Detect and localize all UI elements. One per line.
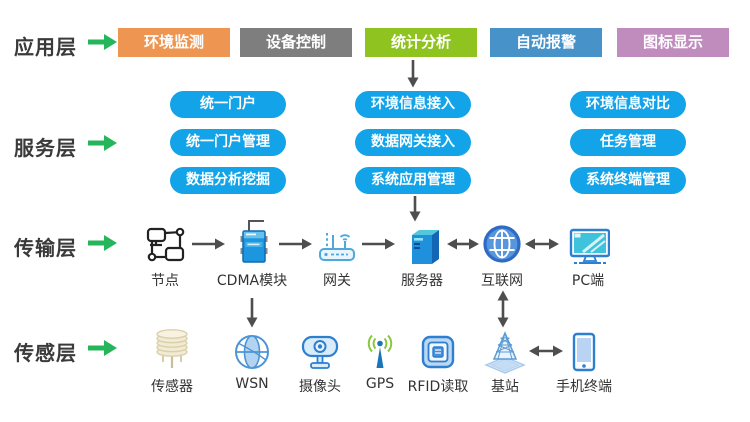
base-station-icon [484,331,526,374]
sensor-label-wsn: WSN [235,376,269,392]
gps-antenna-icon [367,334,393,368]
sensor-label-sensor: 传感器 [151,379,193,395]
pc-monitor-icon [569,228,610,264]
arrow-node-to-cdma-icon [192,238,225,250]
server-icon [412,230,439,264]
rfid-reader-icon [421,335,455,369]
gateway-router-icon [319,233,355,261]
transport-label-server: 服务器 [401,273,443,289]
service-pill-env-info-access: 环境信息接入 [355,91,471,118]
mobile-phone-icon [572,332,596,372]
sensor-label-camera: 摄像头 [299,379,341,395]
internet-globe-icon [483,225,521,263]
app-box-stat-analysis: 统计分析 [365,28,477,57]
arrow-cdma-to-wsn-icon [246,298,258,328]
layer-label-service: 服务层 [14,136,77,160]
service-pill-system-app-mgmt: 系统应用管理 [355,167,471,194]
service-pill-data-gateway-access: 数据网关接入 [355,129,471,156]
app-box-device-control: 设备控制 [240,28,352,57]
arrow-basestation-mobile-icon [529,345,563,357]
app-box-env-monitor: 环境监测 [118,28,230,57]
arrow-internet-basestation-icon [497,290,509,328]
layer-arrow-icon [88,34,117,50]
layer-label-application: 应用层 [14,35,77,59]
camera-icon [301,335,339,369]
wsn-globe-icon [235,335,269,369]
arrow-gateway-to-server-icon [362,238,395,250]
arrow-stat-to-envaccess-icon [407,60,419,88]
arrow-server-internet-icon [447,238,479,250]
sensor-label-mobile: 手机终端 [556,379,612,395]
layer-label-transport: 传输层 [14,236,77,260]
transport-label-pc: PC端 [571,273,605,289]
service-pill-unified-portal: 统一门户 [170,91,286,118]
arrow-internet-pc-icon [525,238,559,250]
sensor-label-gps: GPS [365,376,395,392]
arrow-cdma-to-gateway-icon [279,238,312,250]
app-box-auto-alarm: 自动报警 [490,28,602,57]
transport-label-internet: 互联网 [481,273,523,289]
network-node-icon [146,227,185,262]
app-box-icon-display: 图标显示 [617,28,729,57]
service-pill-data-mining: 数据分析挖掘 [170,167,286,194]
service-pill-env-info-compare: 环境信息对比 [570,91,686,118]
transport-label-gateway: 网关 [323,273,351,289]
service-pill-system-terminal-mgmt: 系统终端管理 [570,167,686,194]
layer-label-sensor: 传感层 [14,341,77,365]
sensor-shield-icon [156,329,188,368]
arrow-appmgmt-to-server-icon [409,196,421,222]
service-pill-unified-portal-mgmt: 统一门户管理 [170,129,286,156]
layer-arrow-icon [88,135,117,151]
layer-arrow-icon [88,340,117,356]
service-pill-task-mgmt: 任务管理 [570,129,686,156]
layer-arrow-icon [88,235,117,251]
transport-label-cdma: CDMA模块 [216,273,288,289]
transport-label-node: 节点 [151,273,179,289]
cdma-module-icon [240,220,268,263]
sensor-label-basestation: 基站 [491,379,519,395]
sensor-label-rfid: RFID读取 [407,379,469,395]
